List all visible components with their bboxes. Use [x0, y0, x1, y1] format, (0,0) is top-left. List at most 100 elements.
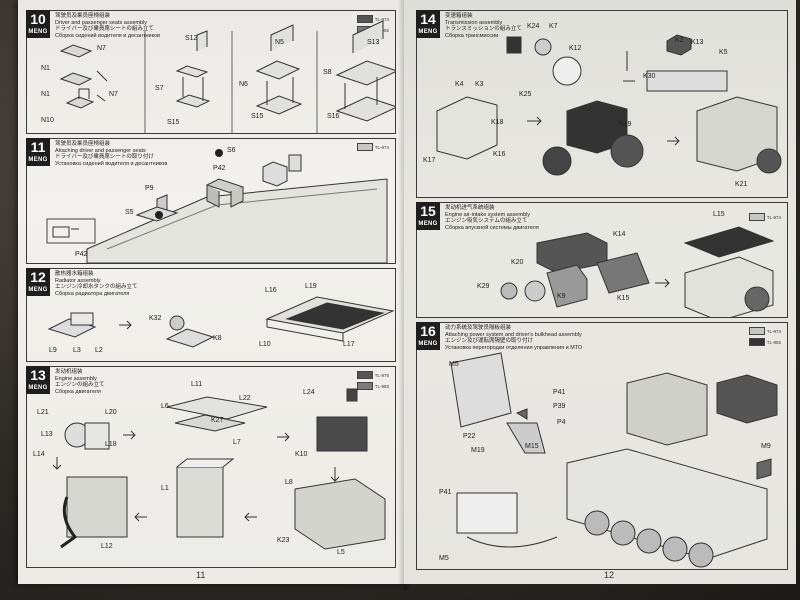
part-label: L7 [233, 439, 241, 446]
part-label: K4 [455, 81, 464, 88]
step-16-diagram [450, 352, 778, 568]
part-label: K18 [491, 119, 504, 126]
part-label: K24 [527, 23, 540, 30]
part-label: L6 [161, 403, 169, 410]
part-label: K32 [149, 315, 162, 322]
paint-swatch: TL-974 [748, 327, 781, 335]
part-label: S12 [185, 35, 198, 42]
part-label: L16 [265, 287, 277, 294]
part-label: M5 [439, 555, 449, 562]
part-label: L5 [337, 549, 345, 556]
part-label: L10 [259, 341, 271, 348]
part-label: S13 [367, 39, 380, 46]
brand-label: MENG [28, 29, 48, 35]
part-label: N10 [41, 117, 54, 124]
part-label: L9 [49, 347, 57, 354]
part-label: K9 [557, 293, 566, 300]
part-label: K30 [643, 73, 656, 80]
part-label: S7 [155, 85, 164, 92]
step-12-titles: 散热器水箱组装 Radiator assembly エンジン冷却水タンクの組み立… [55, 271, 138, 297]
part-label: K20 [511, 259, 524, 266]
part-label: N6 [239, 81, 248, 88]
part-label: P22 [463, 433, 476, 440]
part-label: P42 [213, 165, 226, 172]
step-10-titles: 驾驶员及乘员座椅组装 Driver and passenger seats as… [55, 13, 160, 39]
paint-swatch: TL-974 [356, 143, 389, 151]
step-15-diagram [500, 226, 775, 317]
part-label: S6 [227, 147, 236, 154]
part-label: K21 [735, 181, 748, 188]
paint-swatch: TL-975 [356, 371, 389, 379]
part-label: K15 [617, 295, 630, 302]
title-en: Driver and passenger seats assembly [55, 19, 148, 26]
part-label: M5 [449, 361, 459, 368]
part-label: L8 [285, 479, 293, 486]
paint-swatches: TL-974 TL-992 [748, 327, 781, 346]
part-label: L2 [95, 347, 103, 354]
part-label: L12 [101, 543, 113, 550]
part-label: K14 [613, 231, 626, 238]
part-label: L18 [105, 441, 117, 448]
part-label: K5 [719, 49, 728, 56]
part-label: S8 [323, 69, 332, 76]
step-15-titles: 发动机进气系统组装 Engine air-intake system assem… [445, 205, 539, 231]
part-label: K23 [277, 537, 290, 544]
part-label: L21 [37, 409, 49, 416]
part-label: L15 [713, 211, 725, 218]
title-jp: ドライバー及び乗員席シートの組み立て [55, 26, 154, 32]
part-label: N1 [41, 65, 50, 72]
title-cn: 驾驶员及乘员座椅组装 [55, 13, 111, 19]
part-label: K7 [549, 23, 558, 30]
title-ru: Сборка сидений водителя и десантников [55, 32, 161, 39]
part-label: L19 [305, 283, 317, 290]
part-label: P41 [439, 489, 452, 496]
part-label: N1 [41, 91, 50, 98]
part-label: L3 [73, 347, 81, 354]
part-label: K16 [493, 151, 506, 158]
step-10-diagram [59, 20, 395, 133]
part-label: P42 [75, 251, 88, 258]
step-13-diagram [52, 388, 386, 550]
part-label: P4 [557, 419, 566, 426]
part-label: K27 [211, 417, 224, 424]
part-label: L17 [343, 341, 355, 348]
part-label: K3 [475, 81, 484, 88]
step-14-diagram [436, 34, 782, 176]
part-label: N7 [97, 45, 106, 52]
paint-swatch: TL-992 [748, 338, 781, 346]
step-16-titles: 动力系统及驾驶员隔板组装 Attaching power system and … [445, 325, 583, 351]
paint-swatch: TL-983 [356, 382, 389, 390]
paint-swatch: TL-974 [748, 213, 781, 221]
part-label: M19 [471, 447, 485, 454]
step-11-diagram [46, 149, 388, 263]
part-label: L13 [41, 431, 53, 438]
part-label: L1 [161, 485, 169, 492]
step-number: 10 [30, 11, 46, 27]
step-12-diagram [47, 296, 395, 348]
part-label: K12 [569, 45, 582, 52]
page-number-left: 11 [196, 570, 206, 580]
part-label: S5 [125, 209, 134, 216]
step-11-titles: 驾驶员及乘员座椅组装 Attaching driver and passenge… [55, 141, 168, 167]
paint-swatches: TL-974 [748, 213, 781, 221]
part-label: K25 [519, 91, 532, 98]
paint-swatches: TL-975 TL-983 [356, 371, 389, 390]
step-14-titles: 变速箱组装 Transmission assembly トランスミッションの組み… [445, 13, 522, 39]
paint-swatches: TL-974 [356, 143, 389, 151]
part-label: N7 [109, 91, 118, 98]
